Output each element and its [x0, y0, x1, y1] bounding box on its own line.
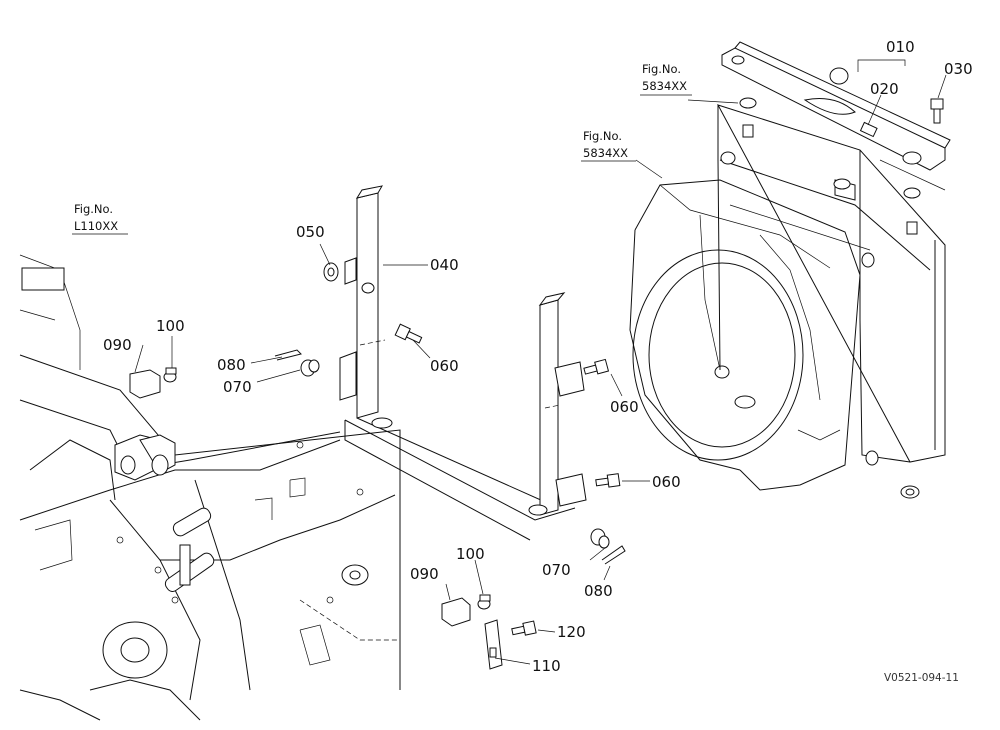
fig-ref-label: Fig.No. [642, 62, 681, 76]
radiator [716, 97, 946, 499]
callout-100-a: 100 [156, 317, 185, 335]
callout-050: 050 [296, 223, 325, 241]
callout-040: 040 [430, 256, 459, 274]
tractor-frame [19, 254, 401, 721]
figure-references: Fig.No. L110XX Fig.No. 5834XX Fig.No. 58… [72, 62, 692, 235]
callout-110: 110 [532, 657, 561, 675]
callout-060-c: 060 [652, 473, 681, 491]
callout-120: 120 [557, 623, 586, 641]
callout-090-b: 090 [410, 565, 439, 583]
part-060-bolts [394, 323, 621, 488]
fig-ref-label: Fig.No. [583, 129, 622, 143]
callout-080-b: 080 [584, 582, 613, 600]
part-070-080-pins [274, 349, 626, 565]
fig-ref-number: 5834XX [583, 146, 628, 160]
part-040-bracket [339, 185, 587, 541]
callout-090-a: 090 [103, 336, 132, 354]
part-090-100-brackets [129, 367, 491, 627]
callout-010: 010 [886, 38, 915, 56]
callout-080-a: 080 [217, 356, 246, 374]
drawing-code: V0521-094-11 [884, 672, 959, 684]
part-030-bolt [930, 98, 944, 124]
fig-ref-5834xx-lower: Fig.No. 5834XX [581, 129, 636, 162]
part-110-120-plate [484, 619, 537, 670]
part-010-stay [721, 41, 951, 171]
leader-lines [134, 59, 947, 665]
callout-060-a: 060 [430, 357, 459, 375]
fig-ref-5834xx-upper: Fig.No. 5834XX [640, 62, 692, 96]
callout-070-a: 070 [223, 378, 252, 396]
callout-060-b: 060 [610, 398, 639, 416]
callout-020: 020 [870, 80, 899, 98]
callout-100-b: 100 [456, 545, 485, 563]
part-callouts: 010 020 030 040 050 060 060 060 070 070 … [103, 38, 973, 675]
fig-ref-label: Fig.No. [74, 202, 113, 216]
fan-shroud [629, 179, 861, 491]
callout-070-b: 070 [542, 561, 571, 579]
fig-ref-number: 5834XX [642, 79, 687, 93]
callout-030: 030 [944, 60, 973, 78]
fig-ref-number: L110XX [74, 219, 118, 233]
part-050-grommet [323, 262, 339, 282]
fig-ref-l110xx: Fig.No. L110XX [72, 202, 128, 235]
